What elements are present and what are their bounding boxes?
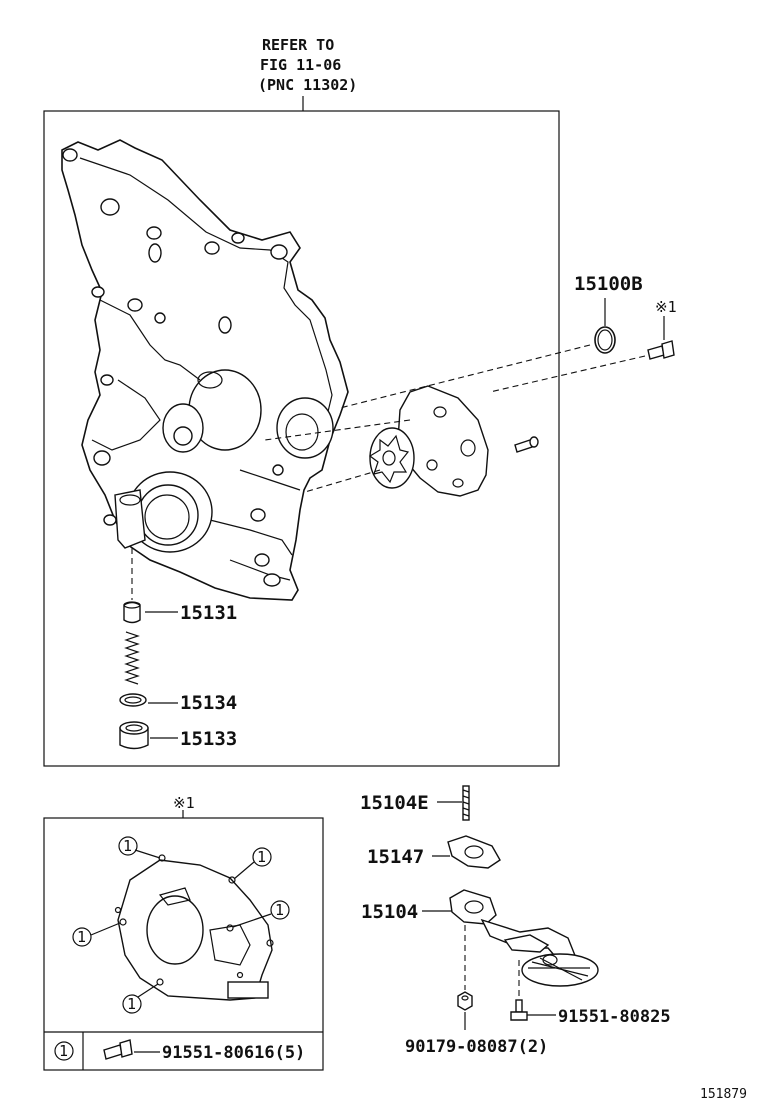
callout-1b: 1 (257, 848, 266, 866)
oring-15100b (594, 326, 616, 354)
bolt-note-1 (647, 340, 675, 360)
part-15133: 15133 (180, 728, 237, 750)
callout-1c: 1 (275, 901, 284, 919)
timing-cover-drawing (61, 139, 349, 601)
detail-callouts: 1 1 1 1 1 (72, 836, 290, 1014)
part-90179-08087: 90179-08087(2) (405, 1037, 548, 1057)
relief-valve-parts (119, 548, 149, 750)
alignment-line-3 (304, 469, 381, 493)
reference-note-line-1: REFER TO (262, 36, 334, 54)
alignment-line-4 (264, 419, 411, 441)
note-mark-1: ※1 (655, 298, 677, 316)
callout-1a: 1 (123, 837, 132, 855)
alignment-line-1 (339, 344, 591, 409)
detail-title: ※1 (173, 794, 195, 812)
bolt-91551-80825 (510, 999, 528, 1021)
part-15134: 15134 (180, 692, 237, 714)
part-15131: 15131 (180, 602, 237, 624)
reference-note-line-3: (PNC 11302) (258, 76, 357, 94)
gasket-15147 (447, 835, 501, 869)
callout-1e: 1 (127, 995, 136, 1013)
part-15100b: 15100B (574, 273, 643, 295)
stud-15104e (462, 785, 470, 821)
legend-bolt-icon (103, 1039, 133, 1060)
part-15147: 15147 (367, 846, 424, 868)
main-frame (43, 110, 560, 767)
callout-1d: 1 (77, 928, 86, 946)
oil-pump-cover (368, 385, 539, 497)
part-91551-80825: 91551-80825 (558, 1007, 671, 1027)
part-15104: 15104 (361, 901, 418, 923)
legend-callout: 1 (59, 1042, 68, 1060)
detail-pump-cover (114, 854, 274, 1001)
figure-number: 151879 (700, 1087, 747, 1102)
strainer-15104 (449, 889, 599, 987)
part-15104e: 15104E (360, 792, 429, 814)
reference-note-line-2: FIG 11-06 (260, 56, 341, 74)
alignment-line-2 (489, 355, 646, 393)
legend-callout-circle (54, 1041, 74, 1061)
nut-90179-08087 (457, 991, 473, 1011)
legend-part: 91551-80616(5) (162, 1043, 305, 1063)
